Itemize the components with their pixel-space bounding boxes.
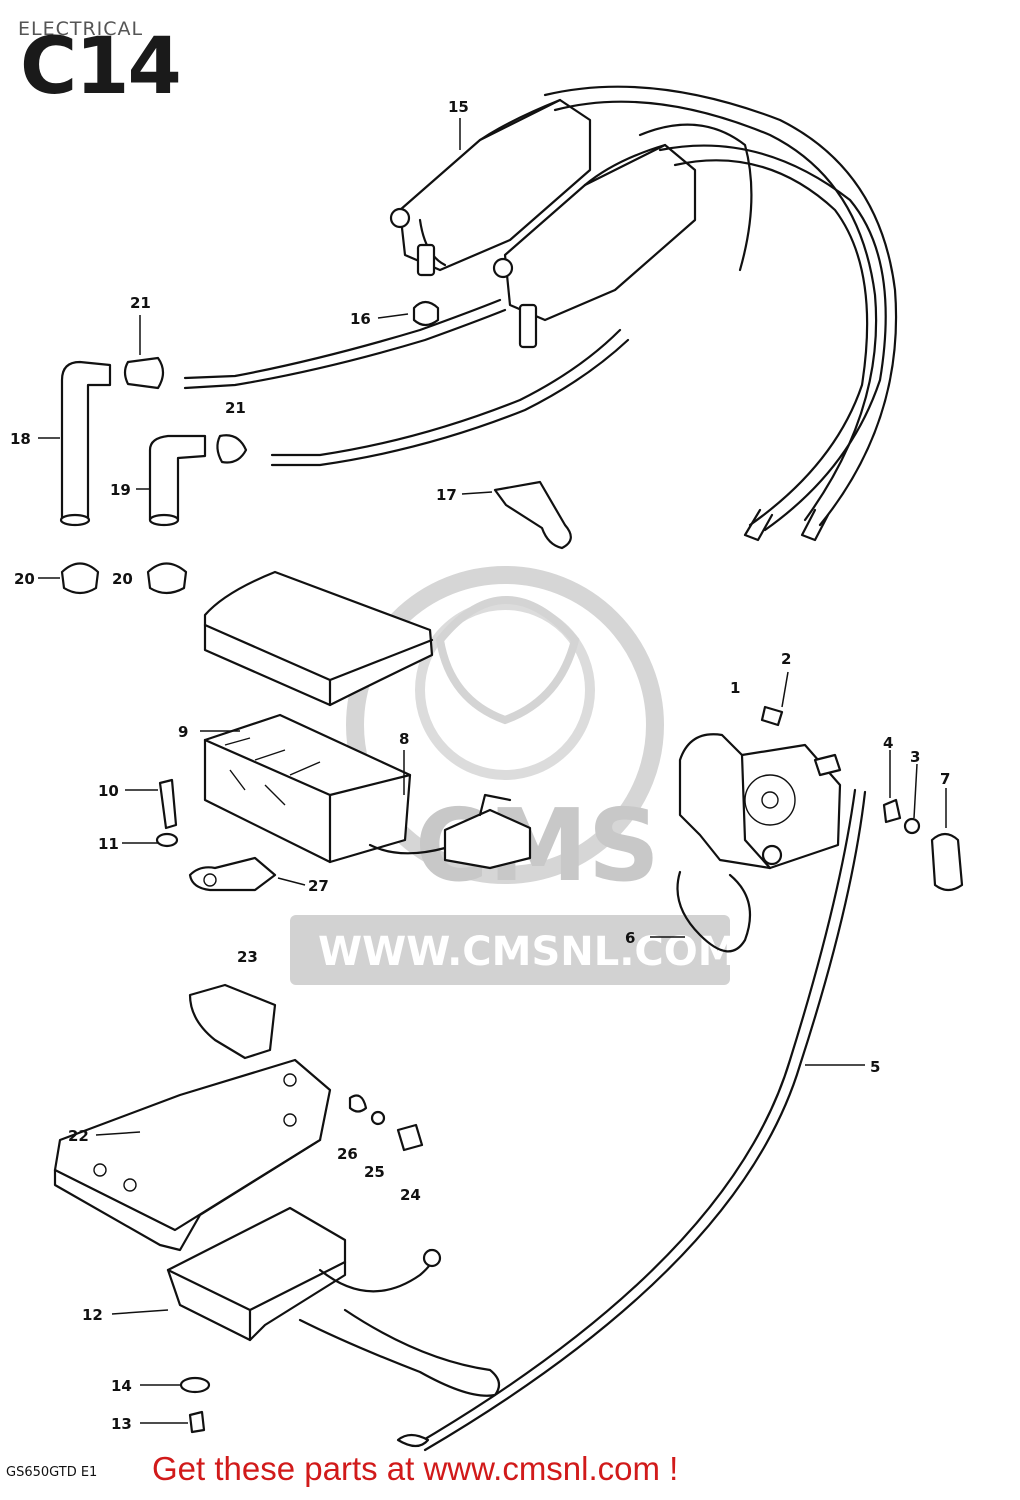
callout-13: 13 [111, 1415, 132, 1433]
callout-14: 14 [111, 1377, 132, 1395]
nut-4 [882, 798, 902, 824]
callout-19: 19 [110, 481, 131, 499]
callout-25: 25 [364, 1163, 385, 1181]
callout-8: 8 [399, 730, 409, 748]
regulator-plate-22 [53, 1058, 332, 1252]
parts-shop-link[interactable]: Get these parts at www.cmsnl.com ! [152, 1450, 679, 1487]
terminal-cap-21a [123, 356, 165, 390]
fuse-box-cover [203, 570, 434, 707]
callout-leader-lines [38, 118, 947, 1424]
watermark-logo: CMS WWW.CMSNL.COM [290, 566, 738, 985]
callout-1: 1 [730, 679, 740, 697]
terminal-17 [493, 480, 572, 550]
bracket-23 [188, 983, 277, 1060]
cable-5 [413, 788, 857, 1447]
page-title: ELECTRICAL [18, 18, 144, 40]
watermark-url-plate [290, 915, 730, 985]
callout-26: 26 [337, 1145, 358, 1163]
washer-14 [179, 1376, 211, 1394]
callout-7: 7 [940, 770, 950, 788]
nut-3 [903, 817, 921, 835]
washer-26 [348, 1094, 368, 1113]
washer-25 [370, 1110, 386, 1126]
callout-21-top: 21 [130, 294, 151, 312]
callout-10: 10 [98, 782, 119, 800]
diagram-code-heading: C14 [20, 22, 182, 112]
callout-3: 3 [910, 748, 920, 766]
screw-10 [158, 778, 178, 830]
washer-11 [155, 832, 179, 848]
regulator-rectifier-12 [166, 1206, 501, 1397]
model-code-label: GS650GTD E1 [6, 1465, 98, 1480]
bolt-24 [396, 1123, 424, 1152]
callout-6: 6 [625, 929, 635, 947]
watermark-url-text: WWW.CMSNL.COM [318, 929, 738, 975]
seal-20a [60, 562, 100, 595]
callout-20-right: 20 [112, 570, 133, 588]
callout-15: 15 [448, 98, 469, 116]
callout-4: 4 [883, 734, 893, 752]
callout-27: 27 [308, 877, 329, 895]
callout-9: 9 [178, 723, 188, 741]
starter-relay-1 [678, 705, 842, 870]
callout-21-middle: 21 [225, 399, 246, 417]
seal-20b [146, 562, 188, 595]
callout-17: 17 [436, 486, 457, 504]
callout-24: 24 [400, 1186, 421, 1204]
callout-5: 5 [870, 1058, 880, 1076]
callout-11: 11 [98, 835, 119, 853]
spark-plug-cap-18 [59, 360, 112, 527]
cable-6 [676, 870, 752, 953]
callout-18: 18 [10, 430, 31, 448]
terminal-boot-7 [930, 832, 964, 892]
callout-22: 22 [68, 1127, 89, 1145]
ignition-coil-assembly [389, 85, 898, 542]
bolt-13 [188, 1410, 206, 1434]
callout-2: 2 [781, 650, 791, 668]
callout-20-left: 20 [14, 570, 35, 588]
callout-23: 23 [237, 948, 258, 966]
plug-lead-wires [183, 298, 630, 467]
callout-labels: 1 2 3 4 5 6 7 8 9 10 11 12 13 14 15 16 1… [10, 98, 950, 1433]
callout-16: 16 [350, 310, 371, 328]
terminal-cap-21b [216, 434, 248, 464]
grommet-16 [412, 300, 440, 327]
callout-12: 12 [82, 1306, 103, 1324]
bracket-27 [188, 856, 277, 892]
fuse-box-9 [203, 713, 532, 870]
spark-plug-cap-19 [148, 434, 207, 527]
